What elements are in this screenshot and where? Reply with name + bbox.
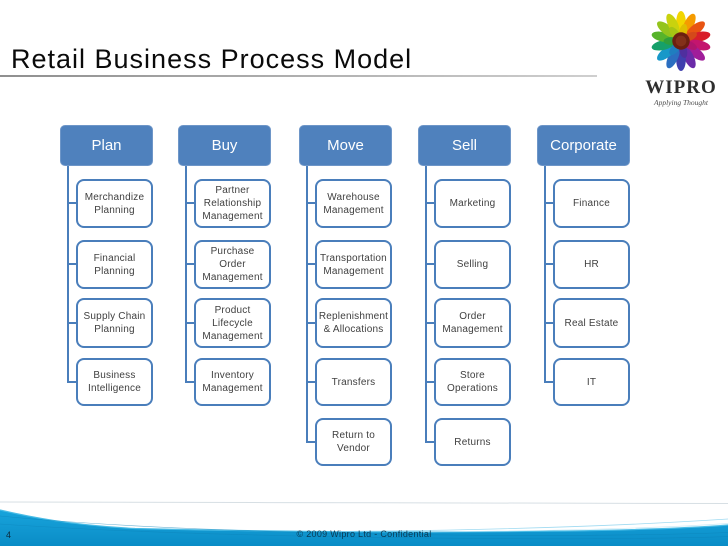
connector-stub (306, 381, 315, 383)
node-label: Partner Relationship Management (202, 185, 263, 222)
node-real-estate: Real Estate (553, 298, 630, 348)
column-header-label: Buy (211, 137, 238, 154)
node-label: HR (584, 259, 599, 270)
node-product-lifecycle-management: Product Lifecycle Management (194, 298, 271, 348)
connector-stub (67, 202, 76, 204)
connector-vline-move (306, 166, 308, 443)
node-selling: Selling (434, 240, 511, 289)
connector-stub (67, 381, 76, 383)
node-order-management: Order Management (434, 298, 511, 348)
column-header-buy: Buy (178, 125, 271, 166)
node-replenishment-allocations: Replenishment & Allocations (315, 298, 392, 348)
column-header-sell: Sell (418, 125, 511, 166)
node-label: Financial Planning (93, 252, 136, 277)
node-label: Product Lifecycle Management (202, 304, 263, 342)
node-label: Store Operations (447, 370, 498, 394)
node-label: Inventory Management (202, 370, 263, 394)
node-finance: Finance (553, 179, 630, 228)
connector-stub (544, 202, 553, 204)
node-label: Transportation Management (320, 252, 387, 277)
node-label: Finance (573, 198, 610, 209)
connector-stub (185, 322, 194, 324)
node-returns: Returns (434, 418, 511, 466)
connector-stub (425, 441, 434, 443)
footer-wave-graphic (0, 501, 728, 546)
node-purchase-order-management: Purchase Order Management (194, 240, 271, 289)
node-label: Replenishment & Allocations (318, 311, 389, 335)
node-merchandize-planning: Merchandize Planning (76, 179, 153, 228)
column-header-label: Plan (91, 137, 122, 154)
node-label: IT (586, 376, 597, 388)
node-return-to-vendor: Return to Vendor (315, 418, 392, 466)
connector-vline-plan (67, 166, 69, 383)
column-header-corporate: Corporate (537, 125, 630, 166)
connector-vline-buy (185, 166, 187, 383)
wipro-logo: WIPRO Applying Thought (640, 10, 722, 107)
connector-stub (67, 322, 76, 324)
node-label: Purchase Order Management (202, 246, 263, 283)
node-business-intelligence: Business Intelligence (76, 358, 153, 406)
column-header-label: Move (327, 137, 364, 154)
node-supply-chain-planning: Supply Chain Planning (76, 298, 153, 348)
node-label: Merchandize Planning (84, 191, 145, 216)
node-label: Marketing (449, 198, 496, 209)
node-transfers: Transfers (315, 358, 392, 406)
connector-stub (544, 263, 553, 265)
slide-number: 4 (6, 530, 12, 540)
node-label: Supply Chain Planning (83, 311, 146, 335)
column-header-plan: Plan (60, 125, 153, 166)
node-label: Transfers (331, 376, 376, 388)
title-underline (0, 75, 597, 77)
node-label: Returns (454, 436, 491, 448)
connector-stub (425, 381, 434, 383)
column-header-label: Sell (451, 137, 477, 154)
connector-stub (544, 322, 553, 324)
connector-stub (185, 202, 194, 204)
connector-stub (425, 263, 434, 265)
connector-stub (306, 263, 315, 265)
wipro-flower-icon (651, 10, 711, 72)
node-hr: HR (553, 240, 630, 289)
connector-stub (185, 381, 194, 383)
node-it: IT (553, 358, 630, 406)
node-marketing: Marketing (434, 179, 511, 228)
node-label: Warehouse Management (323, 191, 384, 216)
connector-stub (306, 322, 315, 324)
connector-stub (425, 202, 434, 204)
node-warehouse-management: Warehouse Management (315, 179, 392, 228)
connector-stub (306, 202, 315, 204)
column-header-label: Corporate (550, 137, 617, 154)
node-label: Order Management (442, 311, 503, 335)
wipro-wordmark: WIPRO (645, 77, 717, 98)
connector-stub (67, 263, 76, 265)
node-inventory-management: Inventory Management (194, 358, 271, 406)
connector-vline-sell (425, 166, 427, 443)
connector-stub (306, 441, 315, 443)
page-title: Retail Business Process Model (11, 44, 413, 74)
wipro-tagline: Applying Thought (654, 98, 708, 107)
node-financial-planning: Financial Planning (76, 240, 153, 289)
node-store-operations: Store Operations (434, 358, 511, 406)
column-header-move: Move (299, 125, 392, 166)
node-partner-relationship-management: Partner Relationship Management (194, 179, 271, 228)
node-transportation-management: Transportation Management (315, 240, 392, 289)
connector-stub (425, 322, 434, 324)
node-label: Return to Vendor (332, 430, 375, 454)
node-label: Business Intelligence (88, 370, 141, 394)
node-label: Real Estate (564, 317, 619, 329)
connector-vline-corporate (544, 166, 546, 383)
connector-stub (544, 381, 553, 383)
footer-copyright: © 2009 Wipro Ltd - Confidential (296, 529, 432, 539)
connector-stub (185, 263, 194, 265)
node-label: Selling (456, 259, 489, 270)
